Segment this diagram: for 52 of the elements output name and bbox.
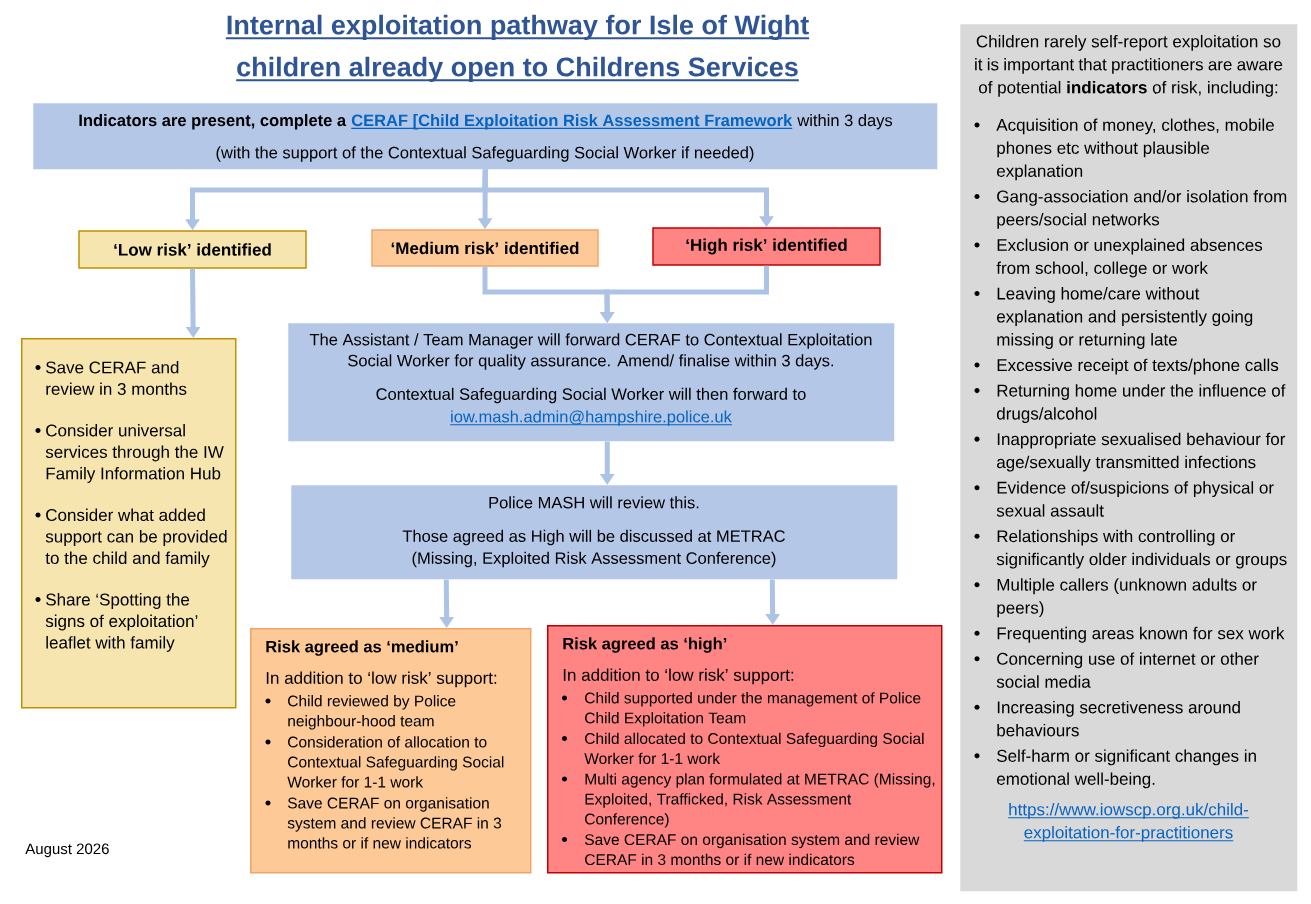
risk-level-box: ‘High risk’ identified	[652, 227, 881, 266]
body-text: Those agreed as High will be discussed at METRAC (Missing, Exploited Risk Assessment Conference)	[402, 529, 785, 568]
bullet-text: Leaving home/care without explanation and persistently going missing or returning late	[997, 287, 1253, 349]
instruction-text: Indicators are present, complete a	[79, 114, 347, 130]
bullet-text: Child supported under the management of Police Child Exploitation Team	[585, 692, 921, 727]
bullet-text: Consider universal services through the IW Family Information Hub	[45, 424, 224, 483]
action-box	[21, 338, 237, 709]
body-text: The Assistant / Team Manager will forward CERAF to Contextual Exploitation Social Worker for quality assurance. Amend/ finalise within 3 days.	[309, 333, 872, 370]
instruction-text: (with the support of the Contextual Safeguarding Social Worker if needed)	[216, 146, 754, 162]
web-link: https://www.iowscp.org.uk/child-exploitation-for-practitioners	[1007, 803, 1250, 842]
outcome-box	[547, 625, 943, 874]
title: Internal exploitation pathway for Isle of Wight children already open to Childrens Services	[224, 14, 811, 82]
bullet-text: Acquisition of money, clothes, mobile phones etc without plausible explanation	[996, 118, 1274, 181]
process-box	[288, 323, 895, 442]
bullet-text: Relationships with controlling or significantly older individuals or groups	[996, 529, 1287, 569]
bullet-text: Inappropriate sexualised behaviour for age/sexually transmitted infections	[997, 432, 1286, 472]
bullet-text: Multiple callers (unknown adults or peers)	[997, 578, 1257, 618]
bullet-text: Frequenting areas known for sex work	[997, 626, 1285, 643]
intro-text: Children rarely self-report exploitation so it is important that practitioners are aware of potential indicators of risk, including:	[975, 34, 1283, 97]
bullet-text: Consider what added support can be provided to the child and family	[45, 508, 227, 568]
bullet-text: Share ‘Spotting the signs of exploitation’ leaflet with family	[45, 593, 198, 652]
risk-level-box: ‘Medium risk’ identified	[371, 229, 599, 267]
bullet-text: Multi agency plan formulated at METRAC (Missing, Exploited, Trafficked, Risk Assessment Conference)	[585, 773, 935, 828]
instruction-text: within 3 days	[797, 114, 893, 130]
bullet-text: Returning home under the influence of drugs/alcohol	[997, 384, 1286, 423]
link: CERAF [Child Exploitation Risk Assessment Framework	[350, 114, 793, 130]
bullet-text: Save CERAF on organisation system and review CERAF in 3 months or if new indicators	[585, 833, 920, 866]
risk-level-box: ‘Low risk’ identified	[78, 230, 307, 269]
bullet-text: Consideration of allocation to Contextual Safeguarding Social Worker for 1-1 work	[287, 736, 504, 788]
bullet-text: Save CERAF on organisation system and review CERAF in 3 months or if new indicators	[287, 797, 502, 849]
bullet-text: Gang-association and/or isolation from peers/social networks	[997, 190, 1287, 229]
heading: Risk agreed as ‘medium’	[266, 640, 458, 656]
body-text: In addition to ‘low risk’ support:	[266, 671, 497, 688]
bullet-text: Excessive receipt of texts/phone calls	[997, 358, 1279, 375]
process-box	[33, 103, 938, 170]
bullet-text: Evidence of/suspicions of physical or sexual assault	[996, 481, 1274, 517]
bullet-text: Increasing secretiveness around behaviours	[997, 700, 1240, 737]
bullet-text: Concerning use of internet or other social media	[996, 652, 1259, 688]
heading: Risk agreed as ‘high’	[563, 637, 727, 653]
date-text: August 2026	[25, 843, 109, 858]
bullet-text: Exclusion or unexplained absences from school, college or work	[996, 238, 1263, 278]
process-box	[291, 485, 898, 580]
bullet-text: Save CERAF and review in 3 months	[46, 361, 187, 395]
body-text: Police MASH will review this.	[489, 496, 699, 509]
email-link: iow.mash.admin@hampshire.police.uk	[449, 410, 733, 426]
bullet-text: Self-harm or significant changes in emotional well-being.	[997, 749, 1256, 789]
bullet-text: Child allocated to Contextual Safeguarding Social Worker for 1-1 work	[584, 732, 924, 764]
outcome-box	[250, 628, 532, 874]
bullet-text: Child reviewed by Police neighbour-hood team	[288, 695, 456, 730]
body-text: Contextual Safeguarding Social Worker will then forward to	[376, 387, 806, 404]
body-text: In addition to ‘low risk’ support:	[563, 668, 794, 685]
info-panel	[960, 24, 1298, 892]
